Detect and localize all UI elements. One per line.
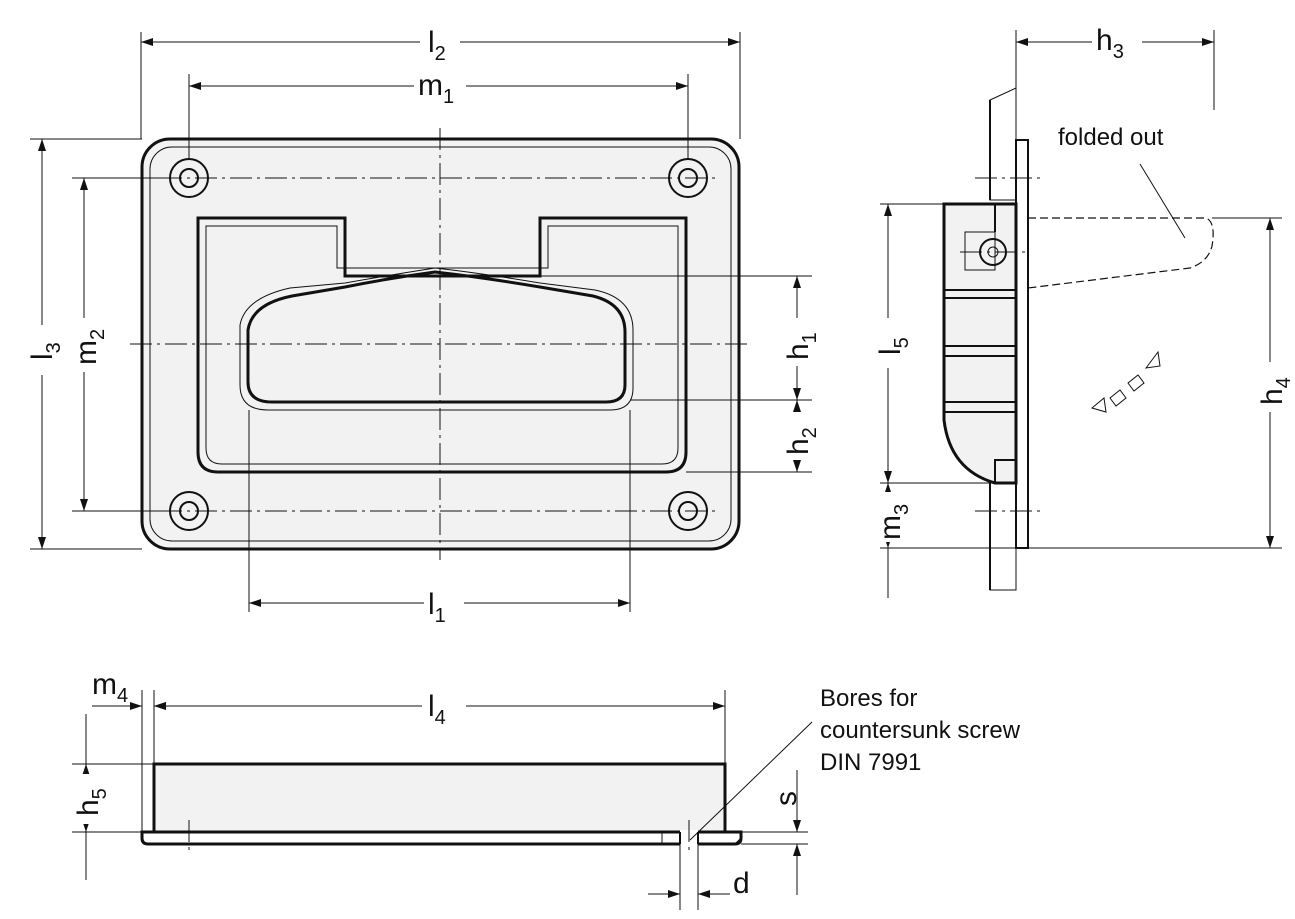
label-bores-line1: Bores for — [820, 685, 917, 712]
side-view: folded out h3 l5 m3 h4 — [870, 22, 1295, 598]
flange — [1015, 139, 1029, 549]
label-l1: l1 — [428, 588, 446, 627]
label-l2: l2 — [428, 26, 446, 65]
handle-grip — [246, 270, 627, 404]
label-l4: l4 — [428, 690, 446, 729]
handle-body-bottom — [152, 762, 727, 834]
countersink-section — [661, 831, 742, 845]
label-h3: h3 — [1096, 24, 1124, 63]
label-m4: m4 — [92, 668, 128, 707]
bores-leader — [689, 721, 813, 841]
label-h4: h4 — [1256, 377, 1295, 405]
front-view: l2 m1 l3 m2 l1 h1 h2 — [22, 20, 821, 627]
label-m1: m1 — [418, 69, 454, 108]
mounting-panel-bottom — [989, 482, 1017, 591]
label-bores-line3: DIN 7991 — [820, 749, 921, 776]
mounting-panel-top — [989, 87, 1017, 201]
label-h5: h5 — [72, 788, 111, 816]
label-bores-line2: countersunk screw — [820, 717, 1021, 744]
motion-direction-icon — [1090, 350, 1161, 413]
handle-outer — [239, 267, 634, 411]
label-s: s — [770, 791, 803, 806]
label-h2: h2 — [782, 427, 821, 455]
label-h1: h1 — [782, 332, 821, 360]
recess-inner-outline — [205, 225, 679, 465]
label-m3: m3 — [874, 504, 913, 540]
folded-out-outline — [1027, 217, 1214, 289]
label-folded-out: folded out — [1058, 124, 1164, 151]
label-l5: l5 — [874, 337, 913, 355]
base-plate-profile — [140, 830, 743, 846]
folded-out-leader — [1139, 163, 1186, 239]
label-l3: l3 — [26, 342, 65, 360]
label-d: d — [733, 867, 750, 900]
recess-outline — [196, 216, 688, 474]
label-m2: m2 — [70, 329, 109, 365]
bottom-view: l4 m4 h5 s d Bores for countersunk screw… — [68, 668, 1021, 910]
